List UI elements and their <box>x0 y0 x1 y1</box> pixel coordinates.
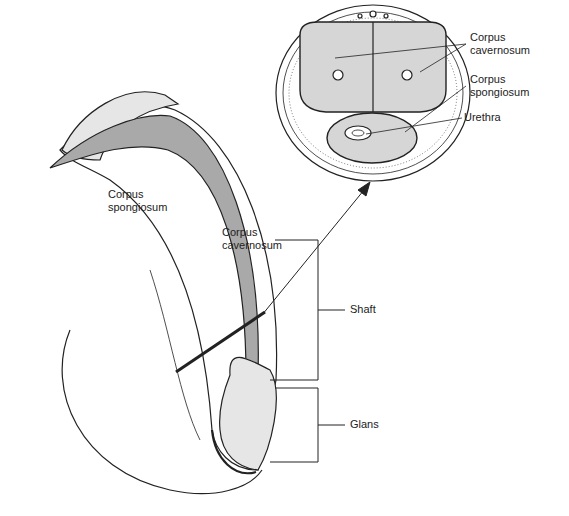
part-label: Corpus spongiosum <box>108 188 178 214</box>
artery <box>402 70 412 80</box>
part-label: Urethra <box>464 111 544 124</box>
bracket-tick <box>318 425 345 426</box>
bracket-tick <box>318 310 345 311</box>
glans-bracket <box>270 388 318 462</box>
leader-line <box>366 118 462 134</box>
part-label: Corpus cavernosum <box>470 31 550 57</box>
cavernosum-section <box>300 22 446 112</box>
region-label: Glans <box>350 418 410 431</box>
urethra-section <box>345 126 371 140</box>
shaft-bracket <box>270 240 318 380</box>
part-label: Corpus spongiosum <box>470 73 550 99</box>
dorsal-artery <box>358 14 362 18</box>
septum <box>372 22 373 112</box>
brackets <box>270 240 345 462</box>
section-line <box>176 312 265 372</box>
region-label: Shaft <box>350 303 410 316</box>
artery <box>333 70 343 80</box>
cross-section <box>276 5 470 181</box>
urethra-lumen <box>352 130 364 136</box>
arrow-head <box>358 182 370 196</box>
outer-skin <box>276 5 470 181</box>
fascia-layer <box>289 18 457 168</box>
dorsal-vein <box>370 11 376 17</box>
inner-layer <box>283 12 463 174</box>
dorsal-artery <box>384 14 388 18</box>
part-label: Corpus cavernosum <box>222 226 302 252</box>
spongiosum-section <box>327 113 417 163</box>
arrow-shaft <box>262 190 364 315</box>
leader-line <box>405 86 466 132</box>
side-view <box>50 92 277 494</box>
foreskin-edge <box>212 430 256 473</box>
leader-line <box>420 44 466 72</box>
glans-shape <box>220 357 277 470</box>
